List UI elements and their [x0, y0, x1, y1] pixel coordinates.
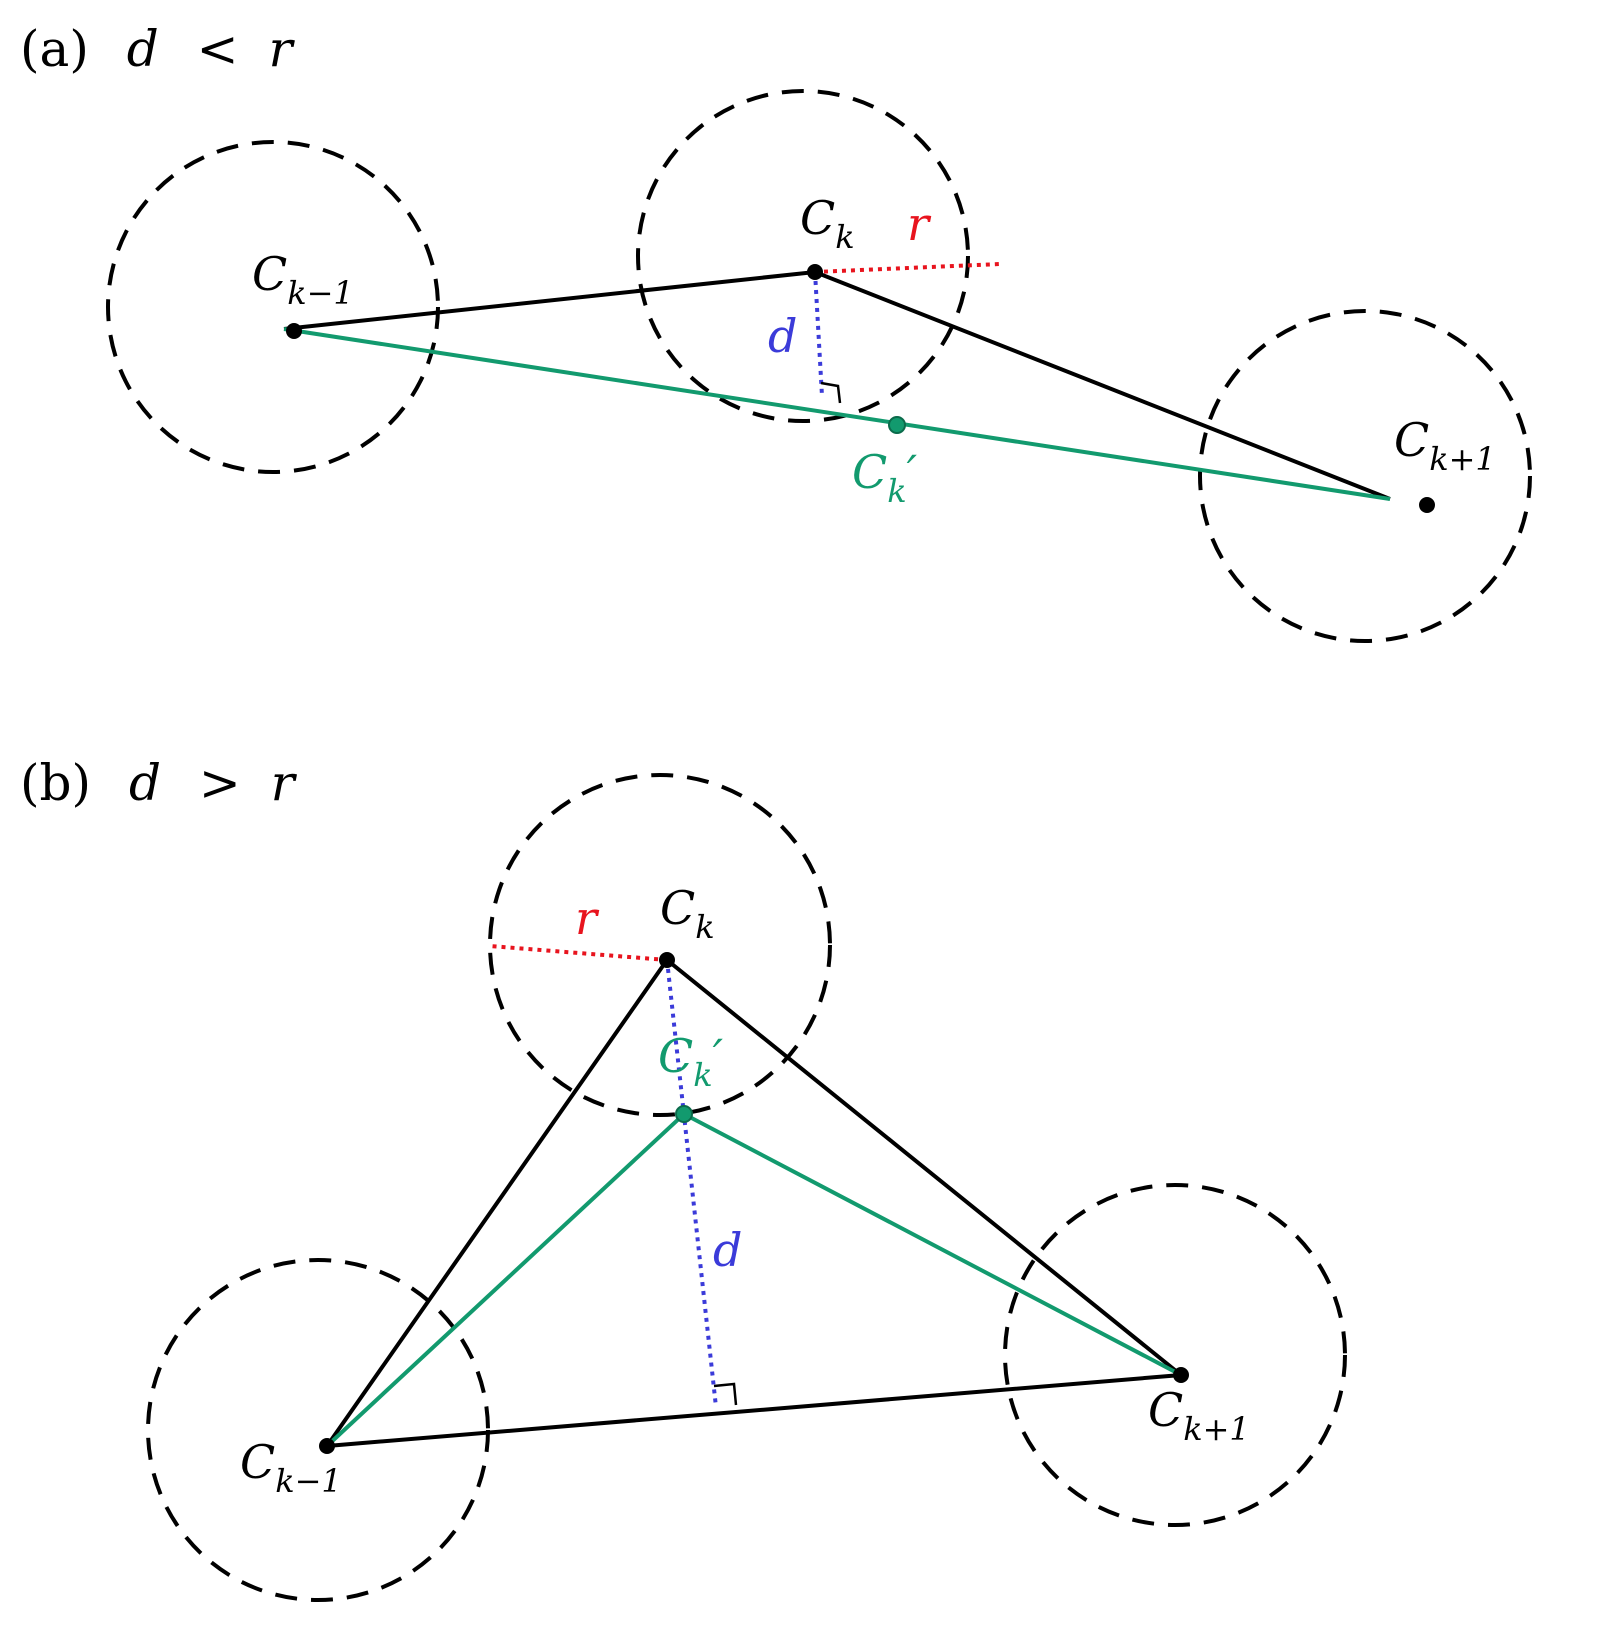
panel-a-caption: (a) d < r [20, 20, 295, 78]
panel-b-distance-d [665, 959, 718, 1408]
panel-a-circle-ck [636, 89, 970, 423]
panel-b-label-ckm1: Ck−1 [240, 1435, 342, 1500]
panel-a-point-ck [807, 264, 823, 280]
panel-a-radius-r [814, 262, 1001, 274]
panel-b-label-ckprime: Ck′ [658, 1029, 724, 1094]
panel-b-label-ckp1: Ck+1 [1148, 1383, 1250, 1448]
panel-b-right-angle [713, 1382, 738, 1406]
panel-b-caption-tag: (b) [20, 754, 91, 812]
panel-a-adjusted-path [283, 327, 1391, 501]
panel-a-circle-ckm1 [106, 140, 440, 474]
panel-b-label-r: r [575, 891, 600, 945]
panel-b-point-ckprime [675, 1105, 693, 1123]
panel-b-radius-r [489, 944, 668, 962]
panel-a-distance-d [813, 271, 824, 397]
panel-b-label-ck: Ck [660, 881, 715, 946]
panel-a-caption-tag: (a) [20, 20, 89, 78]
panel-a-label-r: r [907, 197, 932, 251]
panel-a-caption-d: d [127, 20, 159, 78]
panel-b-caption-op: > [199, 754, 241, 812]
panel-a-label-ck: Ck [800, 191, 855, 256]
panel-a-caption-r: r [268, 20, 295, 78]
panel-a-label-ckprime: Ck′ [852, 445, 918, 510]
panel-b-circle-ckp1 [1003, 1183, 1347, 1527]
panel-b-circle-ckm1 [146, 1258, 490, 1602]
panel-b-circle-ck [488, 773, 832, 1117]
panel-b-adjusted-path [325, 1111, 1182, 1448]
panel-a-caption-op: < [197, 20, 239, 78]
panel-a-right-angle [820, 381, 842, 404]
panel-a-label-ckp1: Ck+1 [1394, 413, 1496, 478]
panel-b: (b) d > r Ck Ck−1 Ck+1 [20, 754, 1347, 1602]
panel-a-point-ckp1 [1419, 497, 1435, 513]
panel-b-label-d: d [713, 1223, 742, 1277]
panel-a-label-d: d [768, 309, 797, 363]
panel-b-caption-r: r [271, 754, 298, 812]
panel-a-label-ckm1: Ck−1 [252, 247, 354, 312]
panel-b-original-triangle [322, 957, 1187, 1449]
panel-b-point-ckp1 [1173, 1367, 1189, 1383]
panel-b-caption: (b) d > r [20, 754, 298, 812]
panel-b-point-ck [659, 952, 675, 968]
panel-b-point-ckm1 [319, 1438, 335, 1454]
panel-a-point-ckm1 [286, 323, 302, 339]
panel-b-caption-d: d [129, 754, 161, 812]
panel-a-point-ckprime [888, 416, 906, 434]
panel-a: (a) d < r Ck Ck−1 Ck+1 [20, 20, 1532, 643]
panel-a-circle-ckp1 [1198, 309, 1532, 643]
